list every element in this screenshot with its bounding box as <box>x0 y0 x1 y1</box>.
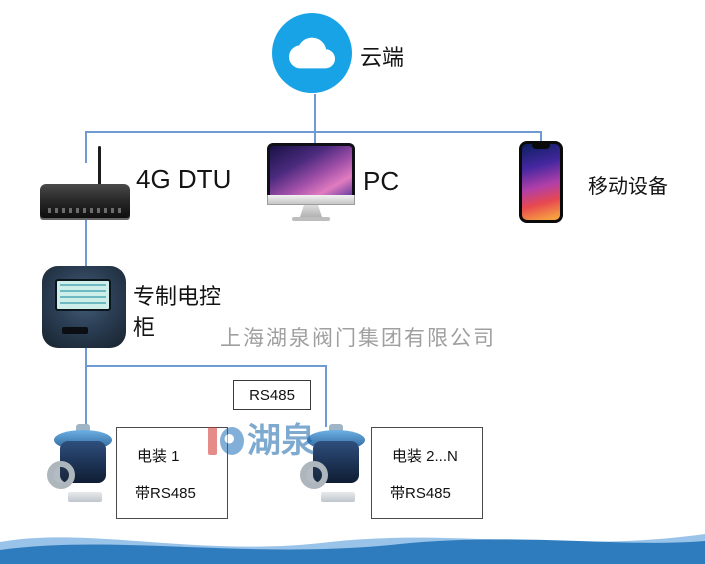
actuator-base <box>321 492 355 502</box>
actuator-knob <box>76 424 90 433</box>
mobile-label: 移动设备 <box>588 176 668 198</box>
actuator-handwheel <box>47 461 75 489</box>
pc-chin <box>267 195 355 205</box>
actuator2-icon <box>300 424 371 502</box>
actuator1-title: 电装 1 <box>137 448 180 465</box>
pc-screen <box>267 143 355 195</box>
connector-dtu-to-cabinet <box>85 220 87 267</box>
cloud-icon <box>272 13 352 93</box>
connector-pc-drop <box>314 131 316 144</box>
connector-mobile-drop <box>540 131 542 142</box>
router-body <box>40 184 130 218</box>
control-cabinet-icon <box>42 266 126 348</box>
cabinet-screen <box>55 279 111 311</box>
cloud-label: 云端 <box>360 45 405 70</box>
company-watermark: 上海湖泉阀门集团有限公司 <box>220 327 496 350</box>
pc-stand <box>300 205 322 217</box>
actuator-knob <box>329 424 343 433</box>
smartphone-icon <box>519 141 563 223</box>
pc-icon <box>267 143 355 225</box>
actuator-handwheel <box>300 461 328 489</box>
dtu-label: 4G DTU <box>136 164 232 194</box>
actuator1-box: 电装 1 带RS485 <box>116 427 228 519</box>
connector-dtu-drop <box>85 131 87 163</box>
actuator2-box: 电装 2...N 带RS485 <box>371 427 483 519</box>
actuator2-subtitle: 带RS485 <box>390 485 451 502</box>
smartphone-notch <box>532 144 550 149</box>
connector-branch-horizontal <box>85 365 327 367</box>
pc-base <box>292 217 330 221</box>
connector-cloud-down <box>314 94 316 132</box>
connector-cabinet-down <box>85 348 87 427</box>
cabinet-slot <box>62 327 88 334</box>
actuator1-subtitle: 带RS485 <box>135 485 196 502</box>
smartphone-screen <box>522 144 560 220</box>
pc-label: PC <box>363 166 400 196</box>
connector-top-horizontal <box>85 131 542 133</box>
actuator2-title: 电装 2...N <box>392 448 458 465</box>
actuator-base <box>68 492 102 502</box>
rs485-label-box: RS485 <box>233 380 311 410</box>
router-antenna <box>98 146 101 188</box>
cabinet-label: 专制电控柜 <box>133 284 222 340</box>
router-icon <box>40 146 130 220</box>
wave-decoration <box>0 534 705 564</box>
cabinet-screen-content <box>60 284 106 306</box>
actuator1-icon <box>47 424 118 502</box>
connector-branch-right-down <box>325 365 327 427</box>
router-led-row <box>48 208 122 213</box>
